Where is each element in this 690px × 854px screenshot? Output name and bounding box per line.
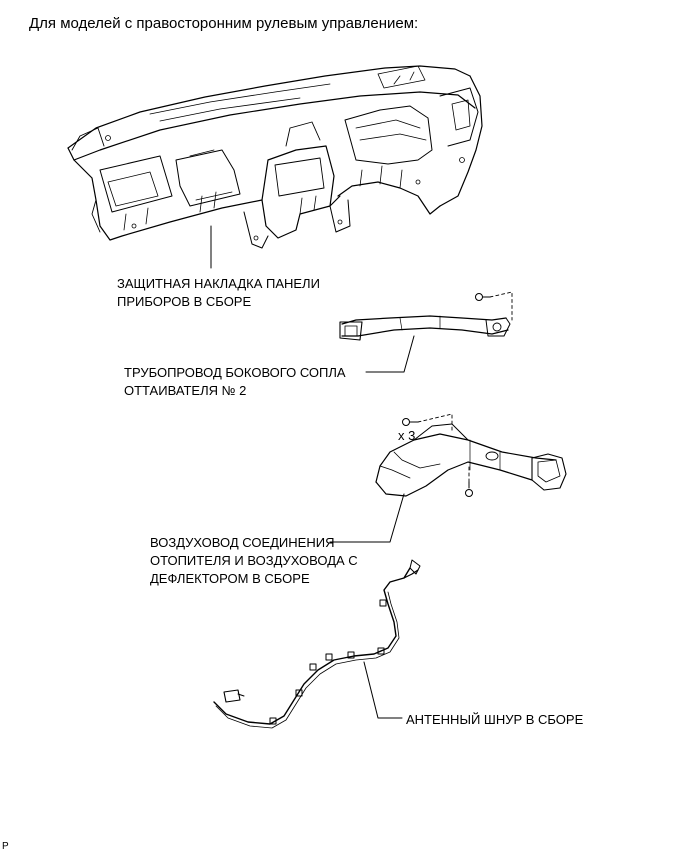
dashed-install-line-1 <box>489 291 513 321</box>
heater-duct-drawing <box>375 423 567 497</box>
clip-fastener-1 <box>475 293 491 301</box>
screw-fastener-bottom <box>465 481 473 497</box>
label-line: ТРУБОПРОВОД БОКОВОГО СОПЛА <box>124 365 346 380</box>
label-line: ОТОПИТЕЛЯ И ВОЗДУХОВОДА С <box>150 553 358 568</box>
label-line: ДЕФЛЕКТОРОМ В СБОРЕ <box>150 571 310 586</box>
label-instrument-panel: ЗАЩИТНАЯ НАКЛАДКА ПАНЕЛИ ПРИБОРОВ В СБОР… <box>117 275 320 311</box>
page-title: Для моделей с правосторонним рулевым упр… <box>29 15 419 32</box>
label-defroster-duct: ТРУБОПРОВОД БОКОВОГО СОПЛА ОТТАИВАТЕЛЯ №… <box>124 364 346 400</box>
label-antenna-cord: АНТЕННЫЙ ШНУР В СБОРЕ <box>406 711 583 729</box>
antenna-cord-drawing <box>213 559 421 729</box>
leader-line-antenna-cord <box>363 661 403 719</box>
label-line: ВОЗДУХОВОД СОЕДИНЕНИЯ <box>150 535 335 550</box>
screw-fastener-top <box>402 418 419 426</box>
label-line: ЗАЩИТНАЯ НАКЛАДКА ПАНЕЛИ <box>117 276 320 291</box>
label-line: ОТТАИВАТЕЛЯ № 2 <box>124 383 247 398</box>
defroster-duct-drawing <box>339 315 511 341</box>
instrument-panel-drawing <box>67 65 483 249</box>
label-heater-duct: ВОЗДУХОВОД СОЕДИНЕНИЯ ОТОПИТЕЛЯ И ВОЗДУХ… <box>150 534 358 588</box>
leader-line-defroster-duct <box>365 335 415 373</box>
label-line: АНТЕННЫЙ ШНУР В СБОРЕ <box>406 712 584 727</box>
label-line: ПРИБОРОВ В СБОРЕ <box>117 294 252 309</box>
dashed-install-line-2 <box>417 413 453 433</box>
quantity-note: x 3 <box>398 428 416 443</box>
leader-line-heater-duct <box>329 493 405 543</box>
corner-mark: P <box>2 841 9 852</box>
